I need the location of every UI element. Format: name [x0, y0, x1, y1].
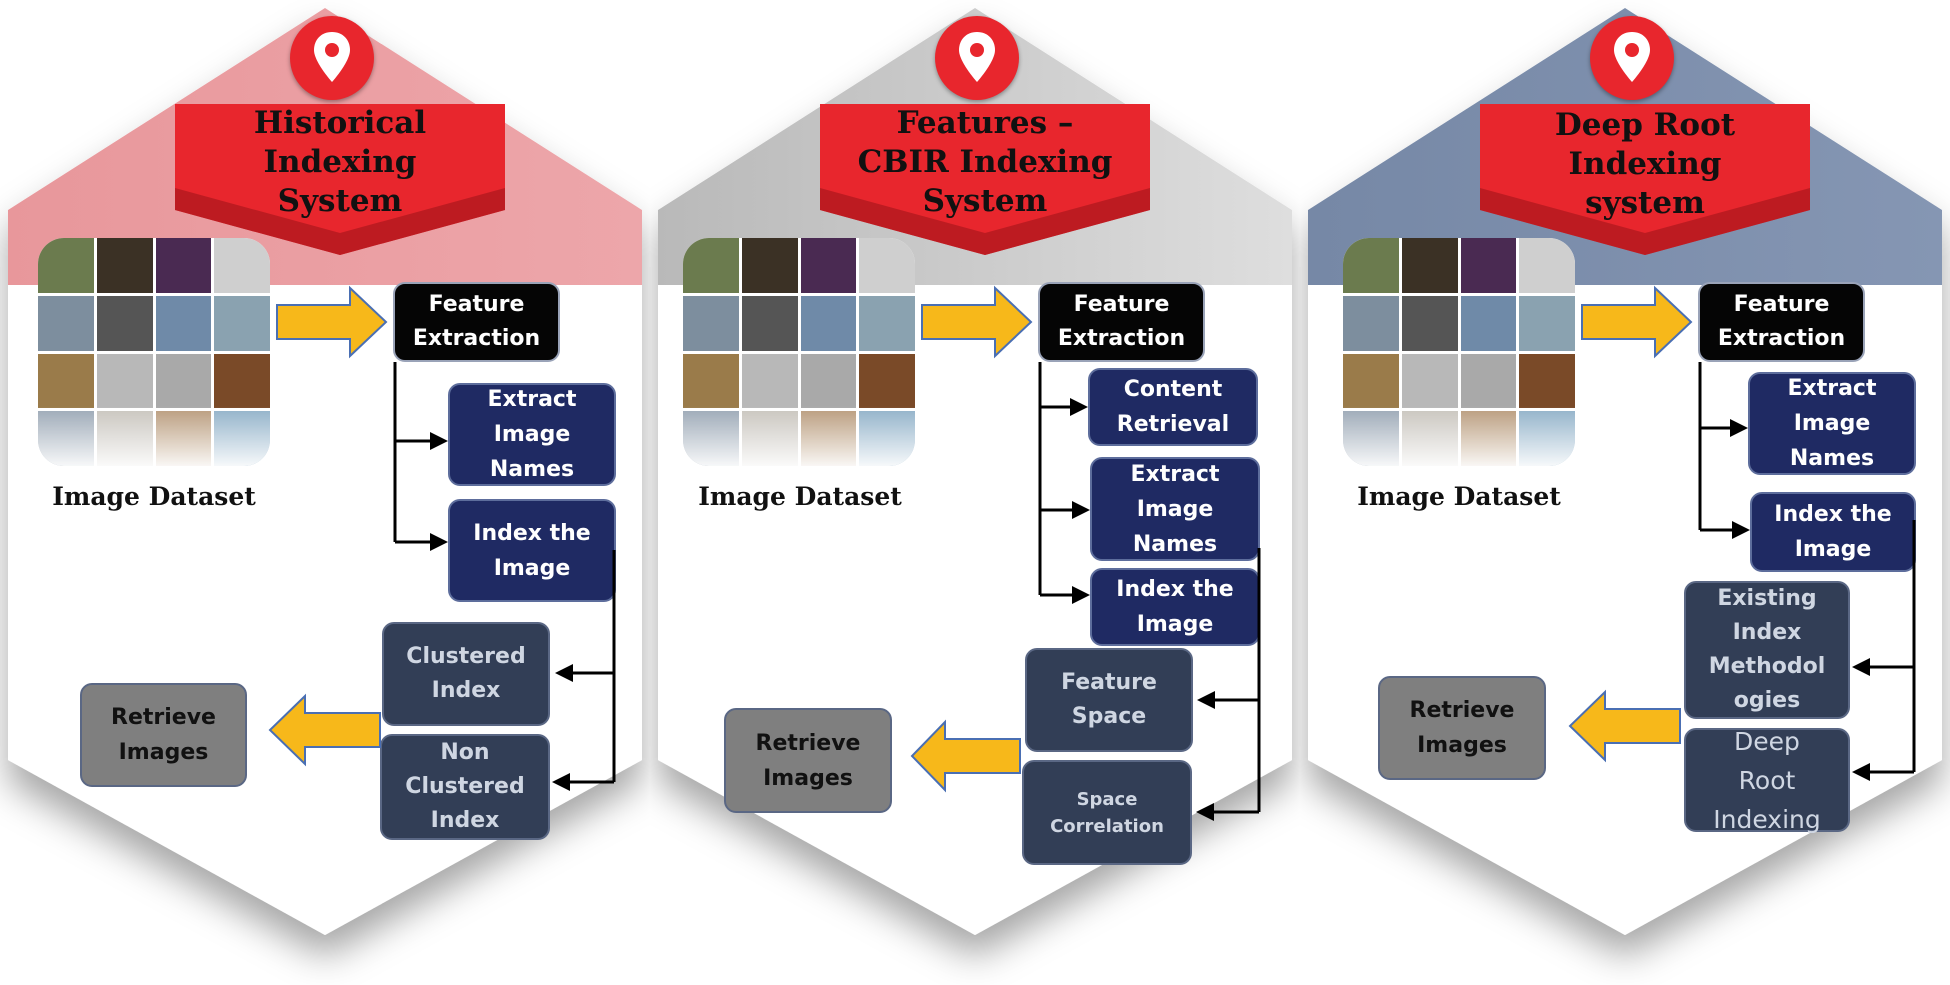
- box-text-line: Retrieve: [755, 730, 861, 756]
- feature-extraction-box: Feature Extraction: [393, 282, 560, 362]
- panel-title-line: Indexing: [263, 144, 417, 180]
- panel-historical-indexing: Historical Indexing System Image Dataset…: [0, 0, 650, 985]
- map-pin-icon: [1590, 16, 1674, 100]
- box-text-line: Extract: [487, 387, 577, 412]
- image-dataset-thumbnail: [683, 238, 915, 466]
- box-text-line: Image: [493, 555, 571, 581]
- panel-deep-root-indexing: Deep Root Indexing system Image Dataset …: [1300, 0, 1950, 985]
- box-text-line: Image: [493, 422, 571, 447]
- map-pin-icon: [290, 16, 374, 100]
- panel-features-cbir-indexing: Features – CBIR Indexing System Image Da…: [650, 0, 1300, 985]
- box-text-line: Extraction: [1057, 326, 1186, 351]
- retrieve-images-box: Retrieve Images: [724, 708, 892, 813]
- image-dataset-thumbnail: [38, 238, 270, 466]
- box-text-line: Index the: [1774, 502, 1892, 527]
- title-banner: [820, 104, 1150, 255]
- box-text-line: Names: [1132, 531, 1218, 557]
- title-banner: [175, 104, 505, 255]
- step-index-the-image: Index the Image: [1090, 568, 1260, 646]
- step-extract-image-names: Extract Image Names: [1090, 457, 1260, 561]
- image-dataset-thumbnail: [1343, 238, 1575, 466]
- box-text-line: Feature: [1061, 670, 1157, 695]
- panel-title-line: system: [1585, 185, 1705, 221]
- box-text-line: Feature: [1073, 292, 1170, 317]
- panel-title-line: Historical: [253, 105, 427, 141]
- box-text-line: Index the: [1116, 577, 1234, 602]
- box-text-line: Images: [1417, 733, 1507, 758]
- output-deep-root-indexing: Deep Root Indexing: [1684, 727, 1850, 834]
- title-banner: [1480, 104, 1810, 255]
- box-text-line: Image: [1136, 612, 1214, 637]
- dataset-label: Image Dataset: [698, 482, 902, 511]
- box-text-line: Names: [1789, 446, 1875, 471]
- output-existing-index-methodologies: Existing Index Methodol ogies: [1684, 581, 1850, 719]
- box-text-line: Content: [1123, 377, 1223, 402]
- box-text-line: Clustered: [405, 774, 525, 799]
- feature-extraction-box: Feature Extraction: [1698, 282, 1865, 362]
- step-extract-image-names: Extract Image Names: [448, 383, 616, 486]
- box-text-line: Feature: [428, 292, 525, 317]
- box-text-line: Retrieval: [1116, 412, 1230, 437]
- box-text-line: Feature: [1733, 292, 1830, 317]
- panel-title-line: CBIR Indexing: [857, 144, 1113, 180]
- step-content-retrieval: Content Retrieval: [1088, 368, 1258, 446]
- panel-title: Deep Root Indexing system: [1480, 106, 1810, 223]
- map-pin-icon: [935, 16, 1019, 100]
- feature-extraction-box: Feature Extraction: [1038, 282, 1205, 362]
- output-space-correlation: Space Correlation: [1022, 760, 1192, 865]
- panel-title-line: Indexing: [1568, 146, 1722, 182]
- box-text-line: Extract: [1130, 461, 1220, 487]
- box-text-line: Index: [430, 808, 500, 833]
- box-text-line: Existing: [1717, 586, 1817, 611]
- box-text-line: ogies: [1733, 688, 1801, 713]
- dataset-label: Image Dataset: [52, 482, 256, 511]
- box-text-line: Extraction: [1717, 326, 1846, 351]
- box-text-line: Correlation: [1050, 815, 1164, 837]
- box-text-line: Images: [118, 740, 209, 765]
- panel-title-line: Features –: [896, 105, 1074, 141]
- dataset-label: Image Dataset: [1357, 482, 1561, 511]
- box-text-line: Index the: [473, 520, 591, 546]
- box-text-line: Non: [440, 740, 490, 765]
- step-index-the-image: Index the Image: [1750, 492, 1916, 572]
- box-text-line: Index: [1732, 620, 1802, 645]
- panel-title-line: Deep Root: [1554, 107, 1736, 143]
- output-feature-space: Feature Space: [1025, 648, 1193, 752]
- output-non-clustered-index: Non Clustered Index: [380, 734, 550, 840]
- output-clustered-index: Clustered Index: [382, 622, 550, 726]
- box-text-line: Extraction: [412, 326, 541, 351]
- panel-title-line: System: [922, 183, 1048, 219]
- box-text-line: Image: [1793, 411, 1871, 436]
- box-text-line: Index: [431, 678, 501, 703]
- box-text-line: Image: [1794, 537, 1872, 562]
- retrieve-images-box: Retrieve Images: [1378, 676, 1546, 780]
- step-index-the-image: Index the Image: [448, 499, 616, 602]
- box-text-line: Clustered: [406, 644, 526, 669]
- box-text-line: Space: [1076, 788, 1138, 810]
- box-text-line: Image: [1136, 496, 1214, 522]
- box-text-line: Images: [763, 765, 853, 791]
- box-text-line: Indexing: [1713, 804, 1821, 834]
- box-text-line: Retrieve: [111, 705, 216, 730]
- box-text-line: Space: [1071, 704, 1147, 729]
- box-text-line: Deep: [1734, 726, 1800, 756]
- panel-title: Features – CBIR Indexing System: [820, 104, 1150, 221]
- panel-title: Historical Indexing System: [175, 104, 505, 221]
- panel-title-line: System: [277, 183, 403, 219]
- step-extract-image-names: Extract Image Names: [1748, 372, 1916, 475]
- box-text-line: Retrieve: [1409, 698, 1515, 723]
- box-text-line: Methodol: [1708, 654, 1826, 679]
- box-text-line: Extract: [1787, 376, 1877, 401]
- box-text-line: Names: [489, 457, 575, 482]
- retrieve-images-box: Retrieve Images: [80, 683, 247, 787]
- box-text-line: Root: [1738, 765, 1796, 795]
